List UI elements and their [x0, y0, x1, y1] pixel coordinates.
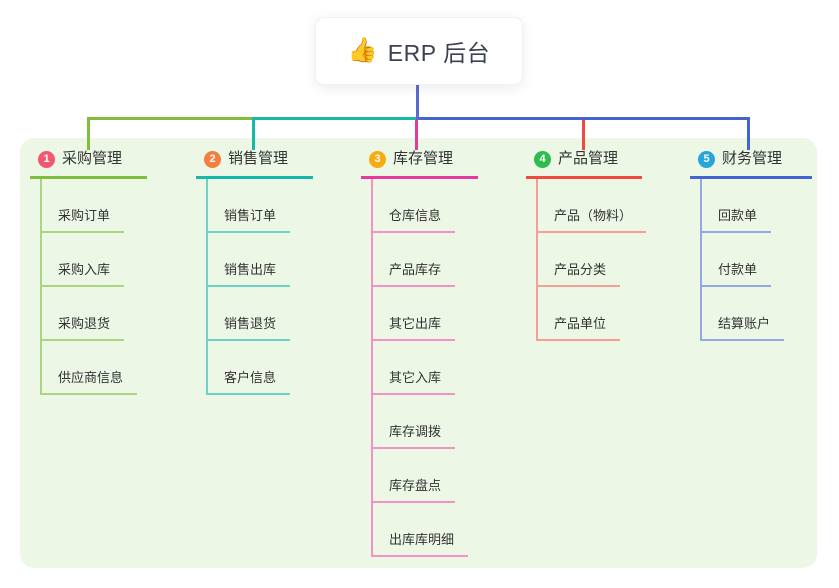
- child-node-label[interactable]: 产品库存: [373, 262, 456, 287]
- child-node-label[interactable]: 仓库信息: [373, 208, 456, 233]
- child-node-label[interactable]: 销售退货: [208, 316, 291, 341]
- branch-product: 4 产品管理 产品（物料） 产品分类 产品单位: [526, 148, 647, 341]
- child-node: 产品单位: [538, 287, 642, 341]
- child-node: 库存调拨: [373, 395, 478, 449]
- branch-header-procurement[interactable]: 1 采购管理: [30, 148, 147, 179]
- child-node: 客户信息: [208, 341, 313, 395]
- branch-label: 财务管理: [722, 150, 783, 167]
- child-node: 采购退货: [42, 287, 147, 341]
- child-node-label[interactable]: 付款单: [702, 262, 772, 287]
- root-title: ERP 后台: [387, 40, 491, 66]
- connector-drop-product: [582, 117, 585, 150]
- child-node: 其它出库: [373, 287, 478, 341]
- branch-children: 产品（物料） 产品分类 产品单位: [536, 179, 647, 341]
- connector-drop-procurement: [87, 117, 90, 150]
- badge-1-icon: 1: [38, 150, 55, 168]
- child-node: 其它入库: [373, 341, 478, 395]
- child-node-label[interactable]: 客户信息: [208, 370, 291, 395]
- child-node-label[interactable]: 产品单位: [538, 316, 621, 341]
- child-node-label[interactable]: 供应商信息: [42, 370, 138, 395]
- connector-bus-sales: [252, 117, 418, 120]
- child-node-label[interactable]: 采购入库: [42, 262, 125, 287]
- child-node-label[interactable]: 其它入库: [373, 370, 456, 395]
- badge-3-icon: 3: [369, 150, 386, 168]
- branch-finance: 5 财务管理 回款单 付款单 结算账户: [690, 148, 812, 341]
- child-node: 付款单: [702, 233, 812, 287]
- branch-children: 销售订单 销售出库 销售退货 客户信息: [206, 179, 313, 395]
- thumbs-up-icon: 👍: [347, 37, 378, 64]
- child-node-label[interactable]: 库存调拨: [373, 424, 456, 449]
- connector-drop-inventory: [415, 120, 418, 150]
- child-node: 回款单: [702, 179, 812, 233]
- child-node-label[interactable]: 产品分类: [538, 262, 621, 287]
- child-node-label[interactable]: 采购退货: [42, 316, 125, 341]
- child-node: 销售出库: [208, 233, 313, 287]
- branch-children: 采购订单 采购入库 采购退货 供应商信息: [40, 179, 147, 395]
- child-node-label[interactable]: 回款单: [702, 208, 772, 233]
- branch-children: 仓库信息 产品库存 其它出库 其它入库 库存调拨 库存盘点 出库库明细: [371, 179, 478, 557]
- child-node-label[interactable]: 结算账户: [702, 316, 785, 341]
- branches-panel: [20, 138, 817, 568]
- child-node: 销售退货: [208, 287, 313, 341]
- child-node-label[interactable]: 出库库明细: [373, 532, 469, 557]
- branch-label: 采购管理: [62, 150, 123, 167]
- child-node-label[interactable]: 销售出库: [208, 262, 291, 287]
- child-node: 结算账户: [702, 287, 812, 341]
- branch-children: 回款单 付款单 结算账户: [700, 179, 812, 341]
- branch-header-inventory[interactable]: 3 库存管理: [361, 148, 478, 179]
- child-node-label[interactable]: 产品（物料）: [538, 208, 647, 233]
- root-node-erp[interactable]: 👍 ERP 后台: [315, 17, 523, 85]
- child-node: 采购订单: [42, 179, 147, 233]
- child-node: 采购入库: [42, 233, 147, 287]
- branch-label: 销售管理: [228, 150, 289, 167]
- child-node-label[interactable]: 库存盘点: [373, 478, 456, 503]
- branch-header-product[interactable]: 4 产品管理: [526, 148, 642, 179]
- connector-drop-sales: [252, 117, 255, 150]
- branch-procurement: 1 采购管理 采购订单 采购入库 采购退货 供应商信息: [30, 148, 147, 395]
- branch-sales: 2 销售管理 销售订单 销售出库 销售退货 客户信息: [196, 148, 313, 395]
- child-node: 销售订单: [208, 179, 313, 233]
- badge-5-icon: 5: [698, 150, 715, 168]
- child-node-label[interactable]: 其它出库: [373, 316, 456, 341]
- badge-2-icon: 2: [204, 150, 221, 168]
- child-node-label[interactable]: 销售订单: [208, 208, 291, 233]
- child-node: 库存盘点: [373, 449, 478, 503]
- child-node: 产品分类: [538, 233, 642, 287]
- child-node: 供应商信息: [42, 341, 147, 395]
- connector-drop-finance: [747, 117, 750, 150]
- connector-root: [416, 85, 419, 120]
- branch-header-sales[interactable]: 2 销售管理: [196, 148, 313, 179]
- child-node-label[interactable]: 采购订单: [42, 208, 125, 233]
- child-node: 产品（物料）: [538, 179, 647, 233]
- connector-bus-finance: [417, 117, 750, 120]
- child-node: 出库库明细: [373, 503, 478, 557]
- branch-header-finance[interactable]: 5 财务管理: [690, 148, 812, 179]
- branch-label: 产品管理: [558, 150, 619, 167]
- child-node: 产品库存: [373, 233, 478, 287]
- child-node: 仓库信息: [373, 179, 478, 233]
- branch-inventory: 3 库存管理 仓库信息 产品库存 其它出库 其它入库 库存调拨 库存盘点 出库库…: [361, 148, 478, 557]
- branch-label: 库存管理: [393, 150, 454, 167]
- badge-4-icon: 4: [534, 150, 551, 168]
